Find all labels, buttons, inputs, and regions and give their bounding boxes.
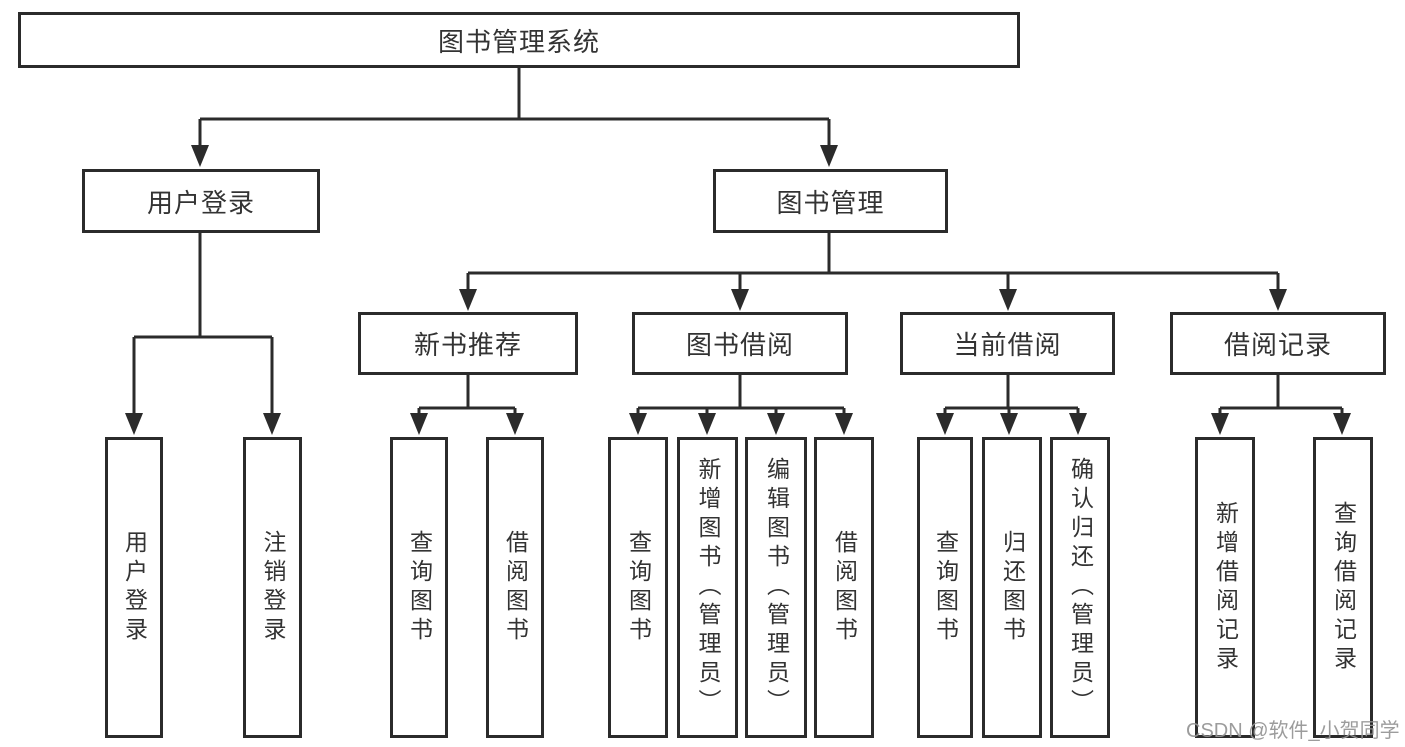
leaf-logout: 注销登录: [243, 437, 302, 738]
arrowhead: [820, 145, 838, 167]
leaf-query-borrow-record: 查询借阅记录: [1313, 437, 1373, 738]
node-book-management: 图书管理: [713, 169, 948, 233]
arrowhead: [731, 289, 749, 311]
node-current-borrowing: 当前借阅: [900, 312, 1115, 375]
connector-bookmgmt-to-level3: [466, 233, 1280, 292]
node-user-login: 用户登录: [82, 169, 320, 233]
connector-records-to-leaves: [1218, 375, 1344, 416]
leaf-user-login: 用户登录: [105, 437, 163, 738]
arrowhead: [835, 413, 853, 435]
connector-borrowing-to-leaves: [636, 375, 846, 416]
arrowhead: [629, 413, 647, 435]
arrowhead: [263, 413, 281, 435]
leaf-query-books-borrow: 查询图书: [608, 437, 668, 738]
arrowhead: [1211, 413, 1229, 435]
leaf-edit-books-admin: 编辑图书（管理员）: [745, 437, 807, 738]
connector-root-to-level2: [198, 68, 831, 148]
connector-current-to-leaves: [943, 375, 1080, 416]
leaf-confirm-return-admin: 确认归还（管理员）: [1050, 437, 1110, 738]
connector-recommend-to-leaves: [417, 375, 517, 416]
csdn-watermark: CSDN @软件_小贺同学: [1186, 720, 1400, 742]
arrowhead: [999, 289, 1017, 311]
node-root-system: 图书管理系统: [18, 12, 1020, 68]
arrowheads: [125, 145, 1351, 435]
arrowhead: [125, 413, 143, 435]
leaf-add-borrow-record: 新增借阅记录: [1195, 437, 1255, 738]
leaf-borrow-books-borrow: 借阅图书: [814, 437, 874, 738]
arrowhead: [1069, 413, 1087, 435]
arrowhead: [936, 413, 954, 435]
node-book-borrowing: 图书借阅: [632, 312, 848, 375]
node-new-book-recommend: 新书推荐: [358, 312, 578, 375]
leaf-query-books-recommend: 查询图书: [390, 437, 448, 738]
arrowhead: [191, 145, 209, 167]
leaf-add-books-admin: 新增图书（管理员）: [677, 437, 738, 738]
arrowhead: [410, 413, 428, 435]
connector-userlogin-to-leaves: [132, 233, 274, 416]
arrowhead: [1269, 289, 1287, 311]
arrowhead: [767, 413, 785, 435]
node-borrow-records: 借阅记录: [1170, 312, 1386, 375]
leaf-query-books-current: 查询图书: [917, 437, 973, 738]
arrowhead: [698, 413, 716, 435]
arrowhead: [506, 413, 524, 435]
arrowhead: [1333, 413, 1351, 435]
arrowhead: [1000, 413, 1018, 435]
leaf-return-books: 归还图书: [982, 437, 1042, 738]
arrowhead: [459, 289, 477, 311]
leaf-borrow-books-recommend: 借阅图书: [486, 437, 544, 738]
